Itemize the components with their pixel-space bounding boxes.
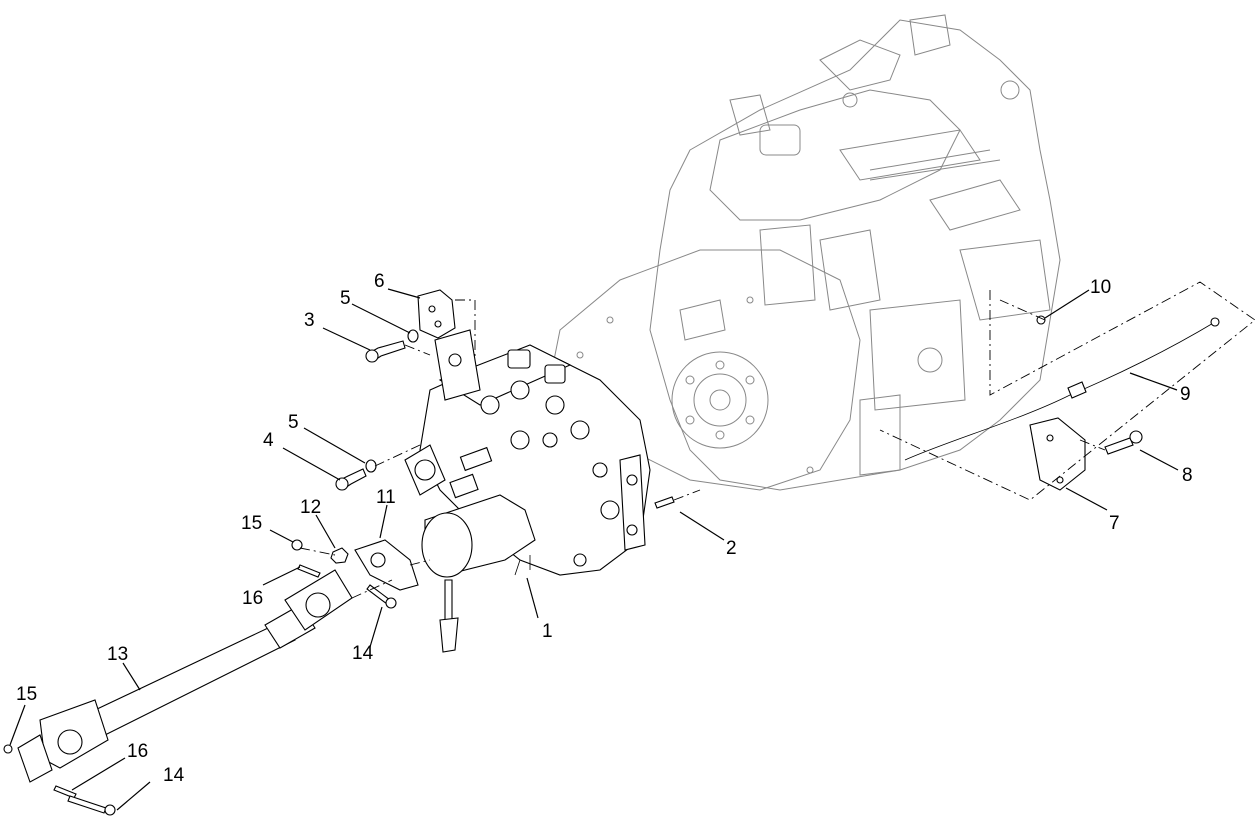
callout-10: 10 <box>1090 277 1111 298</box>
callout-11: 11 <box>376 487 396 508</box>
alignment-lines <box>299 281 1256 599</box>
hydraulic-pump <box>404 329 651 653</box>
callout-3: 3 <box>304 310 315 331</box>
hardware-parts <box>291 289 1220 609</box>
callout-labels: 1 2 3 4 5 5 6 7 8 9 10 11 12 13 14 14 15… <box>16 271 1193 786</box>
callout-12: 12 <box>300 497 321 518</box>
callout-15-upper: 15 <box>241 513 262 534</box>
callout-14-lower: 14 <box>163 765 185 786</box>
callout-1: 1 <box>542 621 553 642</box>
driveshaft <box>3 569 353 816</box>
callout-4: 4 <box>263 430 274 451</box>
callout-5-upper: 5 <box>340 288 351 309</box>
callout-15-lower: 15 <box>16 684 37 705</box>
leader-lines <box>9 288 1179 811</box>
callout-13: 13 <box>107 644 128 665</box>
callout-16-lower: 16 <box>127 741 148 762</box>
callout-14-upper: 14 <box>352 643 374 664</box>
callout-6: 6 <box>374 271 385 292</box>
callout-2: 2 <box>726 538 737 559</box>
callout-7: 7 <box>1109 513 1120 534</box>
callout-16-upper: 16 <box>242 588 263 609</box>
callout-9: 9 <box>1180 384 1191 405</box>
callout-8: 8 <box>1182 465 1193 486</box>
callout-5-lower: 5 <box>288 412 299 433</box>
